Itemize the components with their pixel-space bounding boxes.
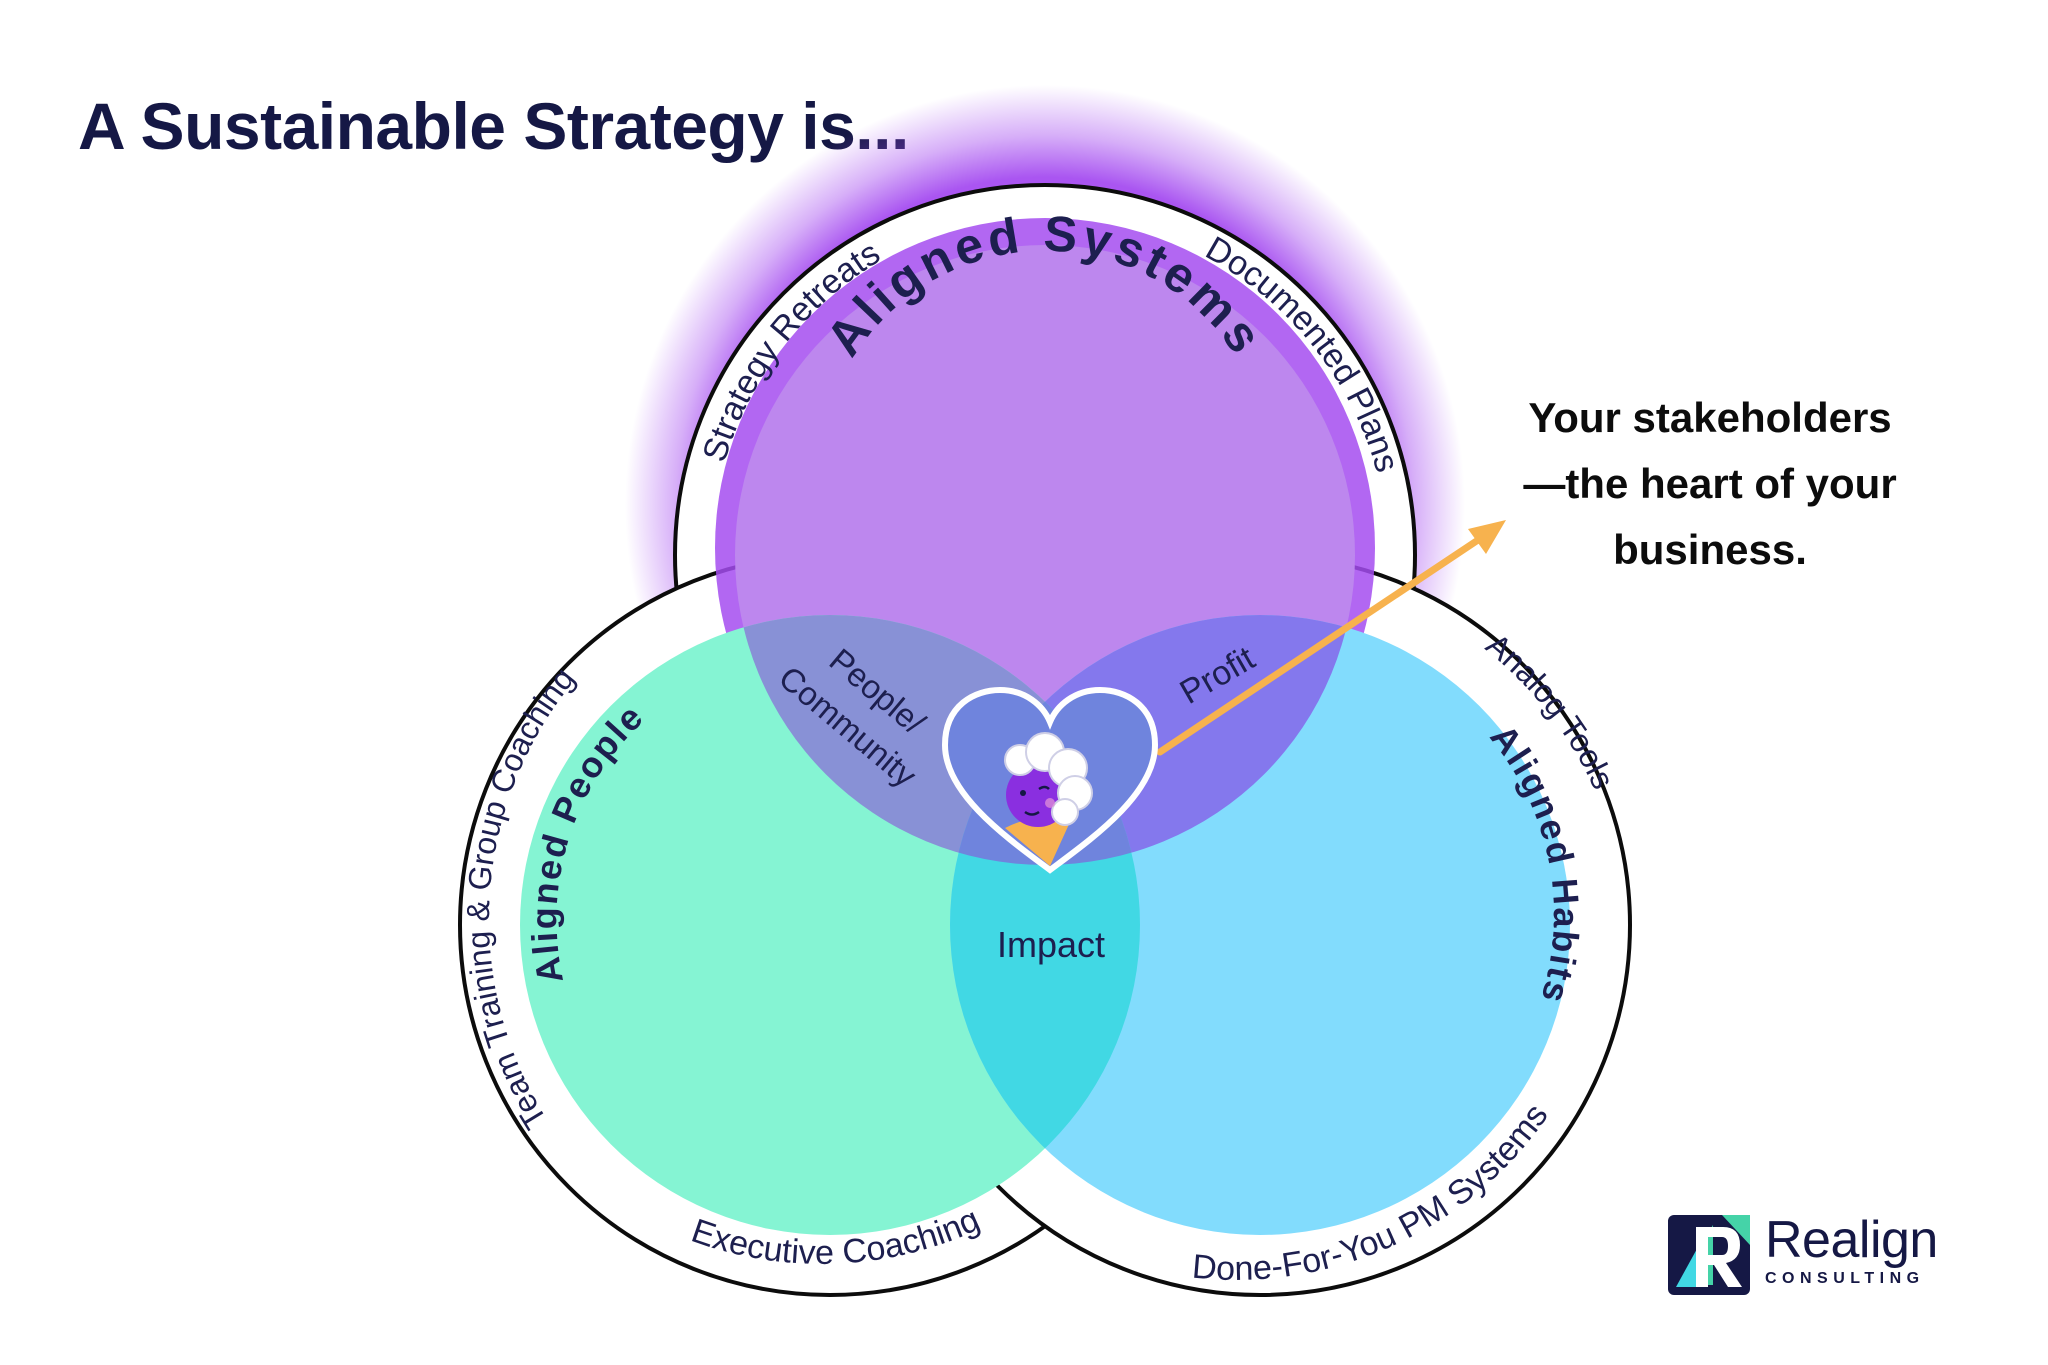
realign-logo-icon [1668,1215,1750,1295]
impact-label: Impact [997,924,1105,965]
callout-line-2: —the heart of your [1523,460,1897,507]
stakeholder-avatar-icon [1004,732,1093,866]
brand-logo: Realign CONSULTING [1765,1214,1938,1288]
callout-line-1: Your stakeholders [1528,394,1892,441]
stakeholders-callout: Your stakeholders —the heart of your bus… [1440,385,1980,583]
callout-line-3: business. [1613,526,1807,573]
page-title: A Sustainable Strategy is... [78,89,909,163]
arrow-icon [1156,520,1506,756]
brand-subtitle: CONSULTING [1765,1270,1925,1287]
brand-name: Realign [1765,1211,1938,1269]
